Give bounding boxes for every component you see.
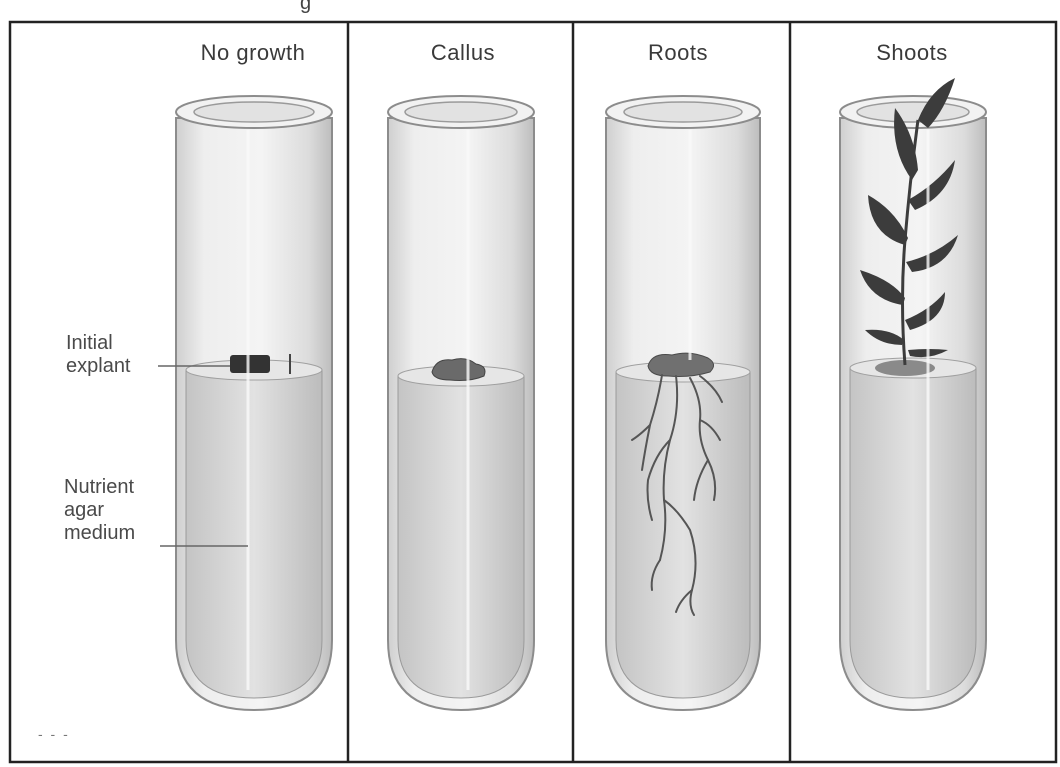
corner-dot-marks: - - - <box>38 726 70 742</box>
panel-title-callus: Callus <box>418 40 508 66</box>
panel-title-no-growth: No growth <box>188 40 318 66</box>
panel-title-shoots: Shoots <box>862 40 962 66</box>
label-initial-explant-line-2: explant <box>66 355 131 378</box>
panel-title-roots: Roots <box>638 40 718 66</box>
explant-piece <box>230 355 270 373</box>
cropped-caption-fragment: g <box>300 0 311 15</box>
label-nutrient-agar-medium-line-3: medium <box>64 522 135 545</box>
label-initial-explant: Initial explant <box>66 332 131 378</box>
label-initial-explant-line-1: Initial <box>66 332 131 355</box>
test-tube-callus <box>388 96 534 710</box>
test-tube-shoots <box>840 78 986 710</box>
label-nutrient-agar-medium: Nutrient agar medium <box>64 476 135 545</box>
test-tube-no-growth <box>176 96 332 710</box>
label-nutrient-agar-medium-line-1: Nutrient <box>64 476 135 499</box>
test-tube-roots <box>606 96 760 710</box>
root-callus <box>648 353 714 376</box>
label-nutrient-agar-medium-line-2: agar <box>64 499 135 522</box>
